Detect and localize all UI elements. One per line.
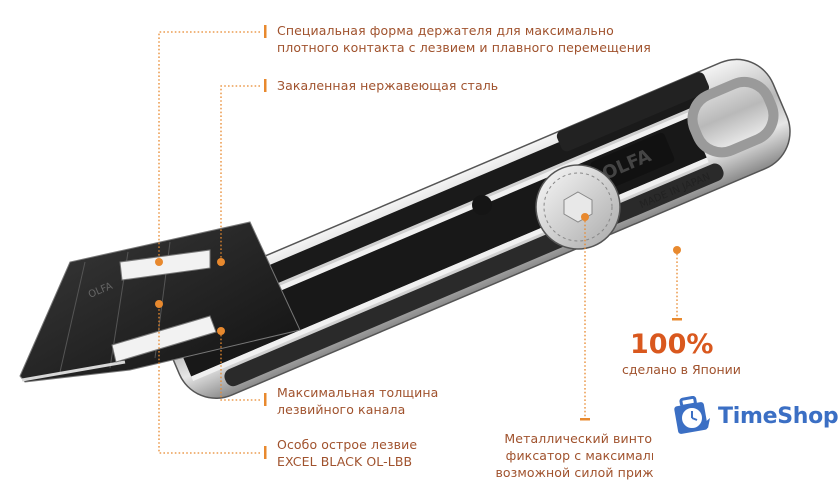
callout-steel-line1: Закаленная нержавеющая сталь bbox=[277, 78, 499, 93]
callout-screw-text: Металлический винтовой фиксатор с максим… bbox=[490, 430, 653, 481]
timeshop-logo[interactable]: TimeShop bbox=[670, 396, 839, 436]
made-in-japan-percentage: 100% bbox=[630, 329, 714, 360]
callout-holder-line2: плотного контакта с лезвием и плавного п… bbox=[277, 40, 651, 55]
callout-channel: Максимальная толщина лезвийного канала bbox=[277, 384, 438, 418]
callout-steel: Закаленная нержавеющая сталь bbox=[277, 77, 498, 94]
callout-blade: Особо острое лезвие EXCEL BLACK OL-LBB bbox=[277, 436, 417, 470]
made-in-japan-caption: сделано в Японии bbox=[622, 362, 741, 377]
callout-markers bbox=[155, 25, 682, 459]
callout-screw-line1: Металлический винтовой bbox=[504, 431, 653, 446]
callout-screw: Металлический винтовой фиксатор с максим… bbox=[490, 430, 653, 490]
callout-holder: Специальная форма держателя для максимал… bbox=[277, 22, 651, 56]
callout-blade-line1: Особо острое лезвие bbox=[277, 437, 418, 452]
callout-screw-line2: фиксатор с максимально bbox=[505, 448, 653, 463]
callout-holder-line1: Специальная форма держателя для максимал… bbox=[277, 23, 614, 38]
timeshop-wordmark: TimeShop bbox=[718, 403, 839, 429]
callout-channel-line1: Максимальная толщина bbox=[277, 385, 439, 400]
clock-bag-icon bbox=[674, 396, 710, 434]
callout-blade-line2: EXCEL BLACK OL-LBB bbox=[277, 454, 413, 469]
callout-channel-line2: лезвийного канала bbox=[277, 402, 406, 417]
callout-screw-line3: возможной силой прижатия bbox=[495, 465, 653, 480]
